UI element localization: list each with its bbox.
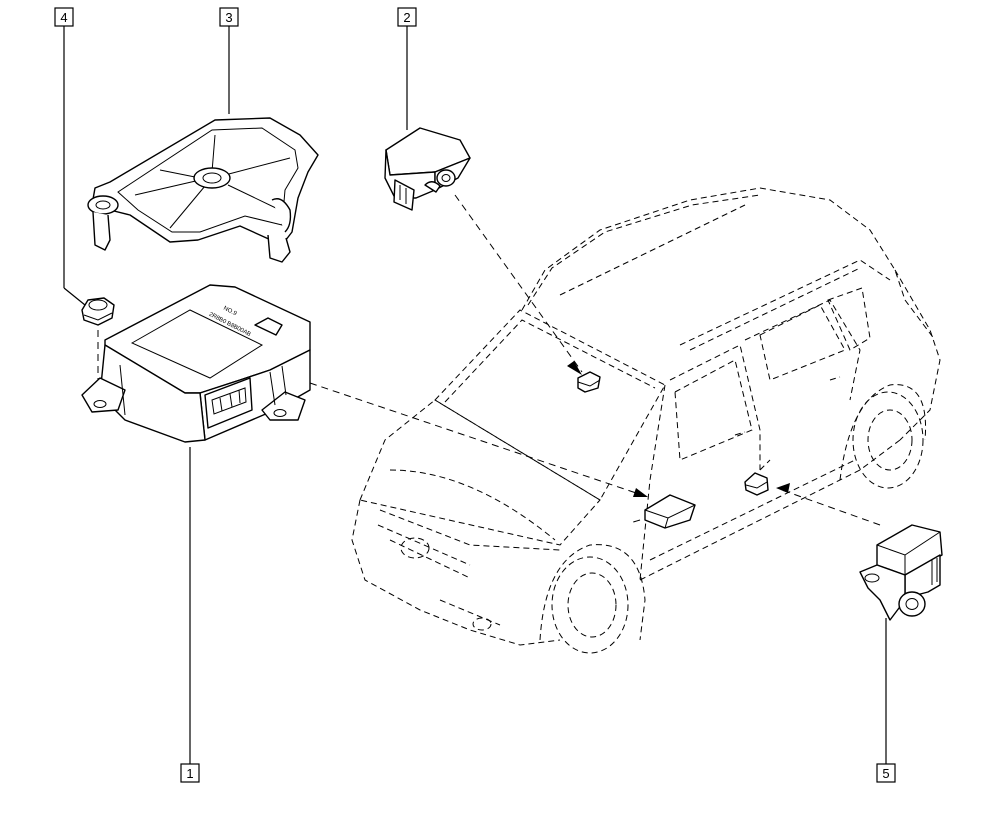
nut <box>81 297 115 326</box>
callout-4: 4 <box>54 7 74 27</box>
airbag-control-unit <box>81 284 311 443</box>
callout-4-number: 4 <box>60 10 67 25</box>
impact-sensor <box>384 127 471 211</box>
vehicle-outline <box>351 187 941 654</box>
arrowheads <box>567 361 790 497</box>
callout-5-number: 5 <box>882 766 889 781</box>
callout-2: 2 <box>397 7 417 27</box>
side-impact-sensor <box>859 524 943 621</box>
installed-sensor-center <box>644 494 696 529</box>
mounting-bracket <box>87 117 319 263</box>
callout-1-number: 1 <box>186 766 193 781</box>
callout-leaders <box>63 26 887 764</box>
callout-1: 1 <box>180 763 200 783</box>
installed-sensor-front <box>577 371 601 393</box>
installed-sensor-side <box>744 472 769 496</box>
callout-2-number: 2 <box>403 10 410 25</box>
callout-5: 5 <box>876 763 896 783</box>
leader-lines <box>309 194 881 526</box>
callout-3-number: 3 <box>225 10 232 25</box>
callout-3: 3 <box>219 7 239 27</box>
